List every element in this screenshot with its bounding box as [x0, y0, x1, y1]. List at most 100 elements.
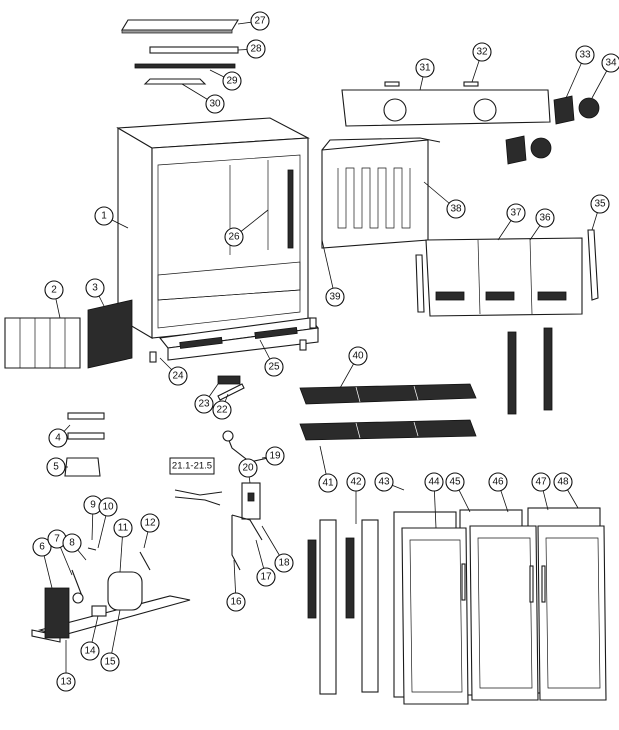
callout-27: 27	[250, 11, 270, 31]
callout-circle-5	[46, 457, 66, 477]
callout-circle-48	[553, 472, 573, 492]
callout-number-2: 2	[51, 285, 57, 296]
callout-circle-36	[535, 208, 555, 228]
callout-number-7: 7	[54, 534, 60, 545]
callout-circle-15	[100, 652, 120, 672]
evaporator	[321, 137, 441, 249]
callout-circle-24	[168, 366, 188, 386]
callout-38: 38	[446, 199, 466, 219]
callout-number-42: 42	[350, 477, 362, 488]
callout-41: 41	[318, 473, 338, 493]
callout-circle-46	[488, 472, 508, 492]
callout-number-37: 37	[510, 208, 522, 219]
callout-47: 47	[531, 472, 551, 492]
callout-circle-43	[374, 472, 394, 492]
callout-31: 31	[415, 58, 435, 78]
callout-circle-11	[113, 518, 133, 538]
wiring-and-switch	[174, 430, 269, 571]
callout-6: 6	[32, 537, 52, 557]
callout-circle-28	[246, 39, 266, 59]
callout-8: 8	[62, 533, 82, 553]
back-panels	[415, 229, 599, 317]
callout-9: 9	[83, 495, 103, 515]
callout-5: 5	[46, 457, 66, 477]
side-grille	[4, 299, 133, 369]
wiring-label: 21.1-21.5	[169, 457, 215, 475]
callout-circle-40	[348, 346, 368, 366]
callout-circle-32	[472, 42, 492, 62]
callout-18: 18	[274, 553, 294, 573]
callout-43: 43	[374, 472, 394, 492]
callout-circle-31	[415, 58, 435, 78]
callout-40: 40	[348, 346, 368, 366]
callout-circle-37	[506, 203, 526, 223]
callout-circle-47	[531, 472, 551, 492]
callout-number-41: 41	[322, 478, 334, 489]
callout-number-12: 12	[144, 518, 156, 529]
callout-11: 11	[113, 518, 133, 538]
callout-circle-35	[590, 194, 610, 214]
callout-circle-17	[256, 567, 276, 587]
callout-circle-10	[98, 497, 118, 517]
callout-circle-45	[445, 472, 465, 492]
callout-number-17: 17	[260, 572, 272, 583]
callout-number-6: 6	[39, 542, 45, 553]
brackets	[64, 375, 245, 477]
callout-29: 29	[222, 71, 242, 91]
callout-number-39: 39	[329, 292, 341, 303]
callout-13: 13	[56, 672, 76, 692]
callout-24: 24	[168, 366, 188, 386]
callout-number-18: 18	[278, 558, 290, 569]
callout-circle-13	[56, 672, 76, 692]
callout-number-34: 34	[605, 58, 617, 69]
callout-number-13: 13	[60, 677, 72, 688]
callout-circle-12	[140, 513, 160, 533]
callout-number-36: 36	[539, 213, 551, 224]
callout-number-38: 38	[450, 204, 462, 215]
callout-number-24: 24	[172, 371, 184, 382]
callout-22: 22	[212, 400, 232, 420]
callout-number-40: 40	[352, 351, 364, 362]
callout-circle-44	[424, 472, 444, 492]
callout-39: 39	[325, 287, 345, 307]
callout-number-10: 10	[102, 502, 114, 513]
callout-circle-16	[226, 592, 246, 612]
callout-46: 46	[488, 472, 508, 492]
callout-number-8: 8	[69, 538, 75, 549]
callout-number-43: 43	[378, 477, 390, 488]
callout-circle-27	[250, 11, 270, 31]
cabinet-body	[116, 117, 310, 339]
callout-19: 19	[265, 446, 285, 466]
callout-circle-33	[575, 45, 595, 65]
callout-circle-4	[48, 428, 68, 448]
callout-circle-25	[264, 357, 284, 377]
callout-number-14: 14	[84, 646, 96, 657]
callout-42: 42	[346, 472, 366, 492]
callout-33: 33	[575, 45, 595, 65]
callout-number-30: 30	[209, 99, 221, 110]
compressor-assembly	[31, 547, 191, 643]
callout-number-5: 5	[53, 462, 59, 473]
callout-circle-38	[446, 199, 466, 219]
callout-16: 16	[226, 592, 246, 612]
callout-12: 12	[140, 513, 160, 533]
callout-15: 15	[100, 652, 120, 672]
wiring-label-text: 21.1-21.5	[172, 461, 212, 472]
callout-circle-20	[238, 458, 258, 478]
callout-35: 35	[590, 194, 610, 214]
callout-17: 17	[256, 567, 276, 587]
callout-circle-22	[212, 400, 232, 420]
callout-32: 32	[472, 42, 492, 62]
callout-25: 25	[264, 357, 284, 377]
callout-14: 14	[80, 641, 100, 661]
callout-circle-42	[346, 472, 366, 492]
callout-2: 2	[44, 280, 64, 300]
callout-number-47: 47	[535, 477, 547, 488]
callout-number-27: 27	[254, 16, 266, 27]
callout-48: 48	[553, 472, 573, 492]
callout-number-45: 45	[449, 477, 461, 488]
callout-number-1: 1	[101, 211, 107, 222]
callout-number-35: 35	[594, 199, 606, 210]
